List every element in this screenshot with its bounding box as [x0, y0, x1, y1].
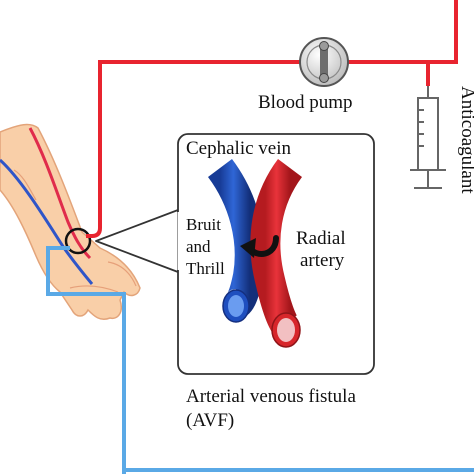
- forearm-hand: [0, 123, 141, 321]
- radial-artery-label-line1: Radial: [296, 228, 346, 249]
- arm-vein-line: [0, 158, 94, 285]
- bruit-label-line1: Bruit: [186, 215, 221, 234]
- cephalic-vein-label: Cephalic vein: [186, 138, 291, 159]
- bruit-label-line3: Thrill: [186, 259, 225, 278]
- fistula-site-marker: [64, 227, 92, 255]
- blood-pump-icon: [299, 37, 349, 87]
- anticoagulant-label: Anticoagulant: [457, 86, 474, 194]
- arm-artery-line: [28, 127, 92, 260]
- arterial-line-continued: [348, 0, 458, 64]
- venous-line: [46, 246, 126, 474]
- syringe-icon: [410, 86, 446, 189]
- fistula-label-line2: (AVF): [186, 410, 234, 431]
- radial-artery-vessel: [250, 159, 303, 348]
- blood-pump-label: Blood pump: [258, 92, 352, 113]
- fistula-label-line1: Arterial venous fistula: [186, 386, 356, 407]
- cephalic-vein-vessel: [207, 159, 265, 323]
- forearm: [0, 123, 141, 321]
- bruit-label-line2: and: [186, 237, 211, 256]
- arterial-line: [86, 60, 300, 238]
- curved-arrow-icon: [240, 235, 279, 258]
- radial-artery-label-line2: artery: [300, 250, 345, 271]
